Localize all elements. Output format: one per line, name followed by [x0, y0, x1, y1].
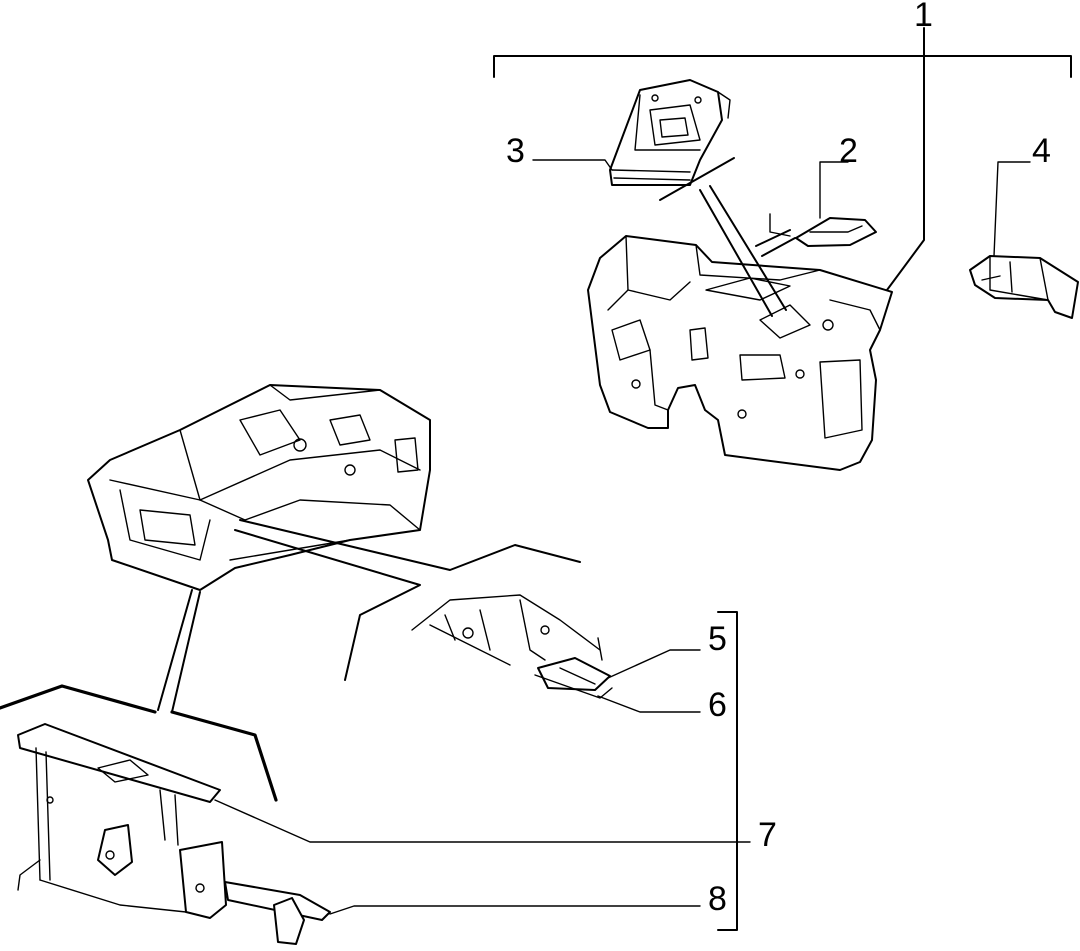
callout-7: 7 [758, 816, 777, 854]
group-bracket-top [493, 27, 1072, 291]
callout-labels: 1 2 3 4 5 6 7 8 [506, 0, 1051, 918]
part-7-8-front-cross-member [0, 684, 331, 945]
callout-6: 6 [708, 686, 727, 724]
group-bracket-bottom [717, 611, 738, 931]
callout-8: 8 [708, 880, 727, 918]
callout-3: 3 [506, 132, 525, 170]
callout-leaders [214, 159, 1031, 915]
floor-detail [411, 594, 613, 699]
part-3-cowl-bracket [609, 79, 735, 201]
part-1-bulkhead-panel [587, 185, 893, 471]
callout-5: 5 [708, 620, 727, 658]
callout-1: 1 [914, 0, 933, 34]
callout-4: 4 [1032, 132, 1051, 170]
detail-leader-lines [157, 519, 581, 713]
part-2-small-bracket [769, 213, 877, 247]
car-body-shell [87, 384, 431, 591]
part-4-side-bracket [969, 255, 1079, 319]
callout-2: 2 [839, 132, 858, 170]
